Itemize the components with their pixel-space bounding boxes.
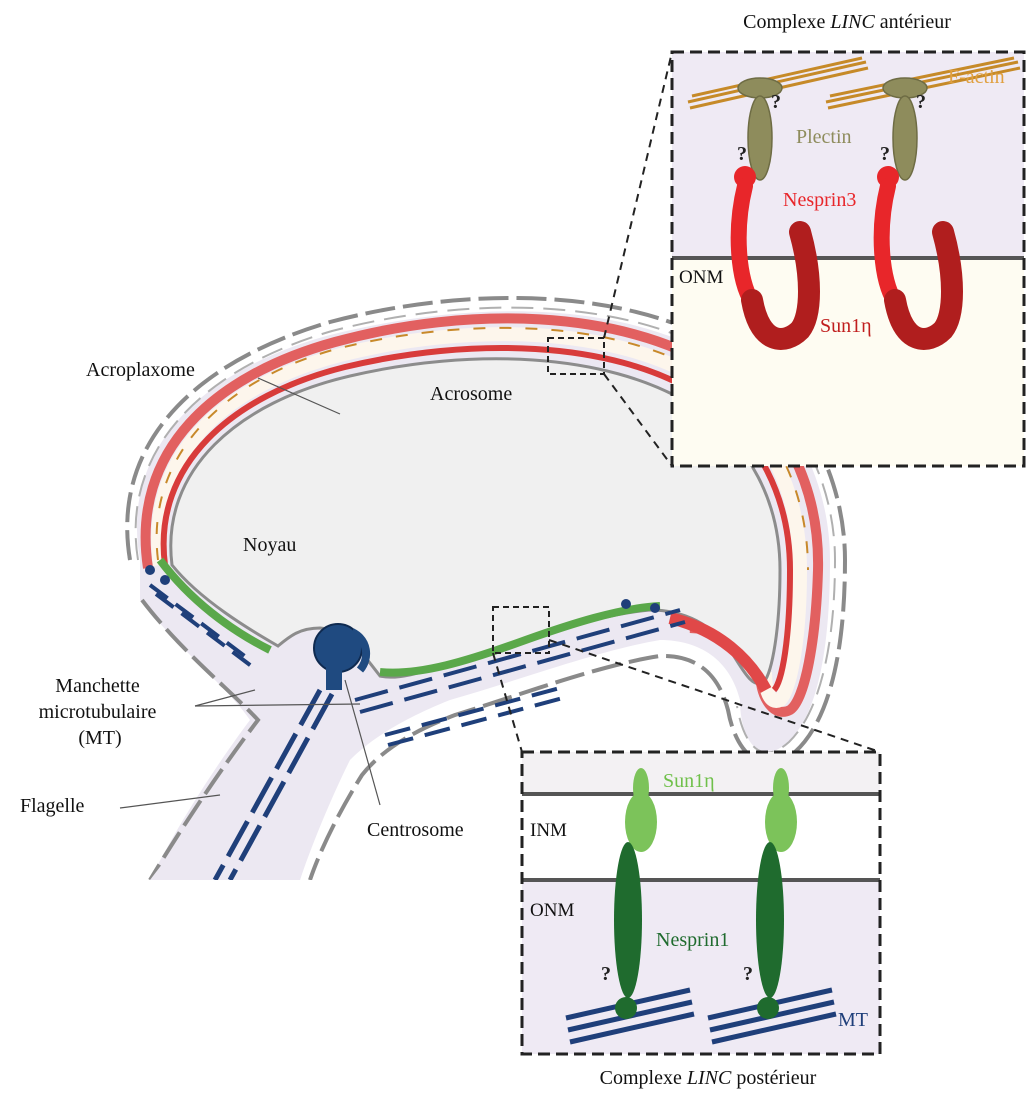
- junction-dot: [621, 599, 631, 609]
- plectin-label: Plectin: [796, 126, 852, 148]
- onm-label: ONM: [679, 267, 723, 288]
- junction-dot: [650, 603, 660, 613]
- mt-label: MT: [838, 1009, 868, 1031]
- unknown-mark: ?: [880, 143, 890, 165]
- manchette-label: Manchette microtubulaire (MT): [39, 675, 162, 749]
- nesprin1-label: Nesprin1: [656, 929, 729, 951]
- unknown-mark: ?: [737, 143, 747, 165]
- factin-label: F-actin: [948, 66, 1005, 88]
- inm-label: INM: [530, 820, 567, 841]
- unknown-mark: ?: [743, 963, 753, 985]
- junction-dot: [160, 575, 170, 585]
- sun1-anterior-label: Sun1η: [820, 315, 872, 337]
- flagelle-label: Flagelle: [20, 795, 85, 817]
- acroplaxome-label: Acroplaxome: [86, 359, 195, 381]
- noyau-label: Noyau: [243, 534, 296, 556]
- nesprin3-label: Nesprin3: [783, 189, 856, 211]
- centrosome-label: Centrosome: [367, 819, 464, 841]
- posterior-linc-box: ? ? Sun1η INM ONM Nesprin1 MT: [522, 752, 880, 1054]
- posterior-title: Complexe LINC postérieur: [600, 1067, 817, 1089]
- anterior-title: Complexe LINC antérieur: [743, 11, 951, 33]
- acrosome-label: Acrosome: [430, 383, 512, 405]
- unknown-mark: ?: [771, 91, 781, 113]
- onm-label: ONM: [530, 900, 574, 921]
- anterior-linc-box: ? ? ? ? F-actin Plectin Nesprin3 ONM Sun…: [672, 52, 1024, 466]
- unknown-mark: ?: [601, 963, 611, 985]
- sun1-posterior-label: Sun1η: [663, 770, 715, 792]
- unknown-mark: ?: [916, 91, 926, 113]
- anterior-connector: [604, 52, 672, 338]
- junction-dot: [145, 565, 155, 575]
